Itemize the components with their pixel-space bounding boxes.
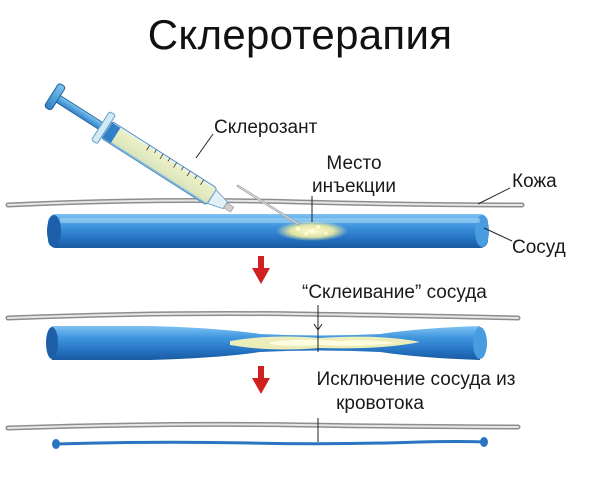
label-exclusion-line2: кровотока [336, 393, 424, 414]
vessel-collapsing [46, 326, 487, 360]
label-vessel: Сосуд [512, 237, 566, 258]
label-sclerosant: Склерозант [214, 117, 318, 138]
label-gluing: “Склеивание” сосуда [302, 282, 487, 303]
page-title: Склеротерапия [147, 11, 453, 58]
label-injection-site-line2: инъекции [312, 176, 396, 197]
stage-1-injection [5, 83, 525, 248]
arrow-down-1 [252, 256, 270, 284]
leader-sclerosant [195, 133, 214, 159]
stage-3-exclusion [5, 418, 521, 449]
label-injection-site-line1: Место [326, 153, 382, 174]
syringe [44, 83, 300, 226]
vessel-healthy [47, 214, 489, 248]
label-exclusion-line1: Исключение сосуда из [316, 369, 516, 390]
vessel-excluded [52, 437, 488, 449]
arrow-down-2 [252, 366, 270, 394]
leader-vessel [483, 227, 513, 242]
stage-2-gluing [5, 305, 521, 360]
leader-skin [477, 187, 511, 205]
label-skin: Кожа [512, 171, 557, 192]
